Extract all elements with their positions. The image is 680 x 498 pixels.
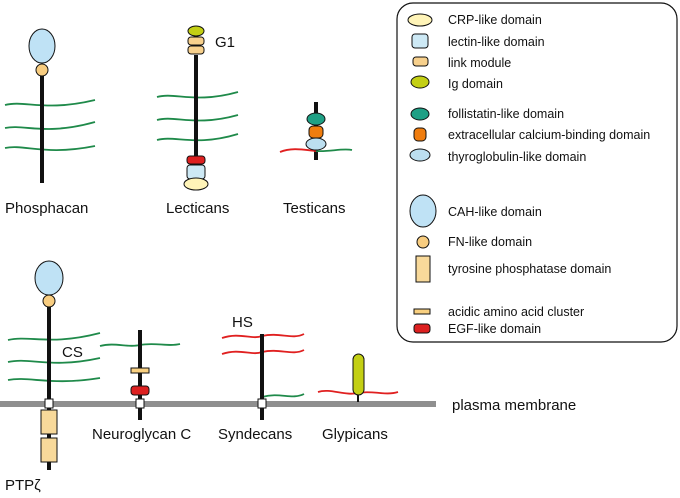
gag-chain	[279, 148, 317, 153]
fn-like-domain	[35, 63, 49, 77]
ptpz-molecule	[7, 260, 101, 470]
thyroglobulin-like-icon	[409, 148, 431, 162]
gag-chain	[139, 343, 181, 346]
gag-chain	[4, 145, 96, 151]
g1-label: G1	[215, 34, 235, 51]
neuroglycan-c-molecule	[99, 330, 181, 420]
legend-label: FN-like domain	[448, 235, 532, 249]
testicans-molecule	[279, 102, 353, 160]
gag-chain	[7, 357, 101, 364]
gag-chain	[221, 350, 263, 355]
calcium-binding-domain	[308, 125, 324, 139]
gag-chain	[99, 343, 141, 347]
lecticans-label: Lecticans	[166, 200, 229, 217]
legend-label: tyrosine phosphatase domain	[448, 262, 611, 276]
cah-like-domain	[34, 260, 64, 296]
crp-like-icon	[407, 13, 433, 27]
transmembrane-domain	[44, 398, 54, 409]
legend-label: acidic amino acid cluster	[448, 305, 584, 319]
thyroglobulin-like-domain	[305, 137, 327, 151]
hs-label: HS	[232, 314, 253, 331]
gag-chain	[221, 334, 263, 339]
gag-chain	[317, 389, 359, 395]
gag-chain	[4, 99, 96, 107]
lectin-like-domain	[186, 164, 206, 180]
phosphacan-molecule	[4, 28, 96, 183]
link-module-icon	[412, 56, 429, 67]
gag-chain	[357, 391, 399, 395]
legend-label: link module	[448, 56, 511, 70]
gag-chain	[7, 377, 101, 383]
follistatin-like-domain	[306, 112, 326, 126]
syndecans-label: Syndecans	[218, 426, 292, 443]
egf-like-icon	[413, 323, 431, 334]
testicans-label: Testicans	[283, 200, 346, 217]
transmembrane-domain	[257, 398, 267, 409]
fn-like-icon	[416, 235, 430, 249]
legend-label: Ig domain	[448, 77, 503, 91]
gag-chain	[4, 121, 96, 130]
lectin-like-icon	[411, 33, 429, 49]
cah-like-icon	[409, 194, 437, 228]
legend-label: follistatin-like domain	[448, 107, 564, 121]
acidic-amino-acid-cluster	[130, 367, 150, 374]
egf-like-domain	[186, 155, 206, 165]
phosphacan-label: Phosphacan	[5, 200, 88, 217]
glypican-core-domain	[352, 353, 365, 396]
ig-domain	[187, 25, 205, 37]
tyrosine-phosphatase-domain	[40, 409, 58, 435]
fn-like-domain	[42, 294, 56, 308]
tyrosine-phosphatase-domain	[40, 437, 58, 463]
lecticans-molecule	[156, 25, 239, 191]
plasma-membrane-label: plasma membrane	[452, 397, 576, 414]
calcium-binding-icon	[413, 127, 427, 142]
legend: CRP-like domain lectin-like domain link …	[396, 2, 678, 343]
legend-box	[396, 2, 678, 343]
egf-like-domain	[130, 385, 150, 396]
legend-label: EGF-like domain	[448, 322, 541, 336]
legend-label: thyroglobulin-like domain	[448, 150, 586, 164]
transmembrane-domain	[135, 398, 145, 409]
gag-chain	[261, 349, 305, 354]
legend-label: extracellular calcium-binding domain	[448, 128, 650, 142]
neuroglycan-c-label: Neuroglycan C	[92, 426, 191, 443]
gag-chain	[156, 133, 239, 142]
gag-chain	[7, 332, 101, 341]
legend-label: lectin-like domain	[448, 35, 545, 49]
legend-label: CRP-like domain	[448, 13, 542, 27]
gag-chain	[261, 393, 305, 398]
link-module	[187, 45, 205, 55]
gag-chain	[261, 333, 305, 338]
tyrosine-phosphatase-icon	[415, 255, 431, 283]
syndecans-molecule	[221, 333, 305, 420]
gag-chain	[315, 148, 353, 153]
gag-chain	[156, 91, 239, 99]
glypicans-label: Glypicans	[322, 426, 388, 443]
link-module	[187, 36, 205, 46]
ptpz-label: PTPζ	[5, 477, 41, 494]
acidic-cluster-icon	[413, 308, 431, 315]
cs-label: CS	[62, 344, 83, 361]
crp-like-domain	[183, 177, 209, 191]
legend-label: CAH-like domain	[448, 205, 542, 219]
ig-domain-icon	[410, 75, 430, 89]
gag-chain	[156, 114, 239, 122]
follistatin-like-icon	[410, 107, 430, 121]
cah-like-domain	[28, 28, 56, 64]
glypicans-molecule	[317, 353, 399, 402]
